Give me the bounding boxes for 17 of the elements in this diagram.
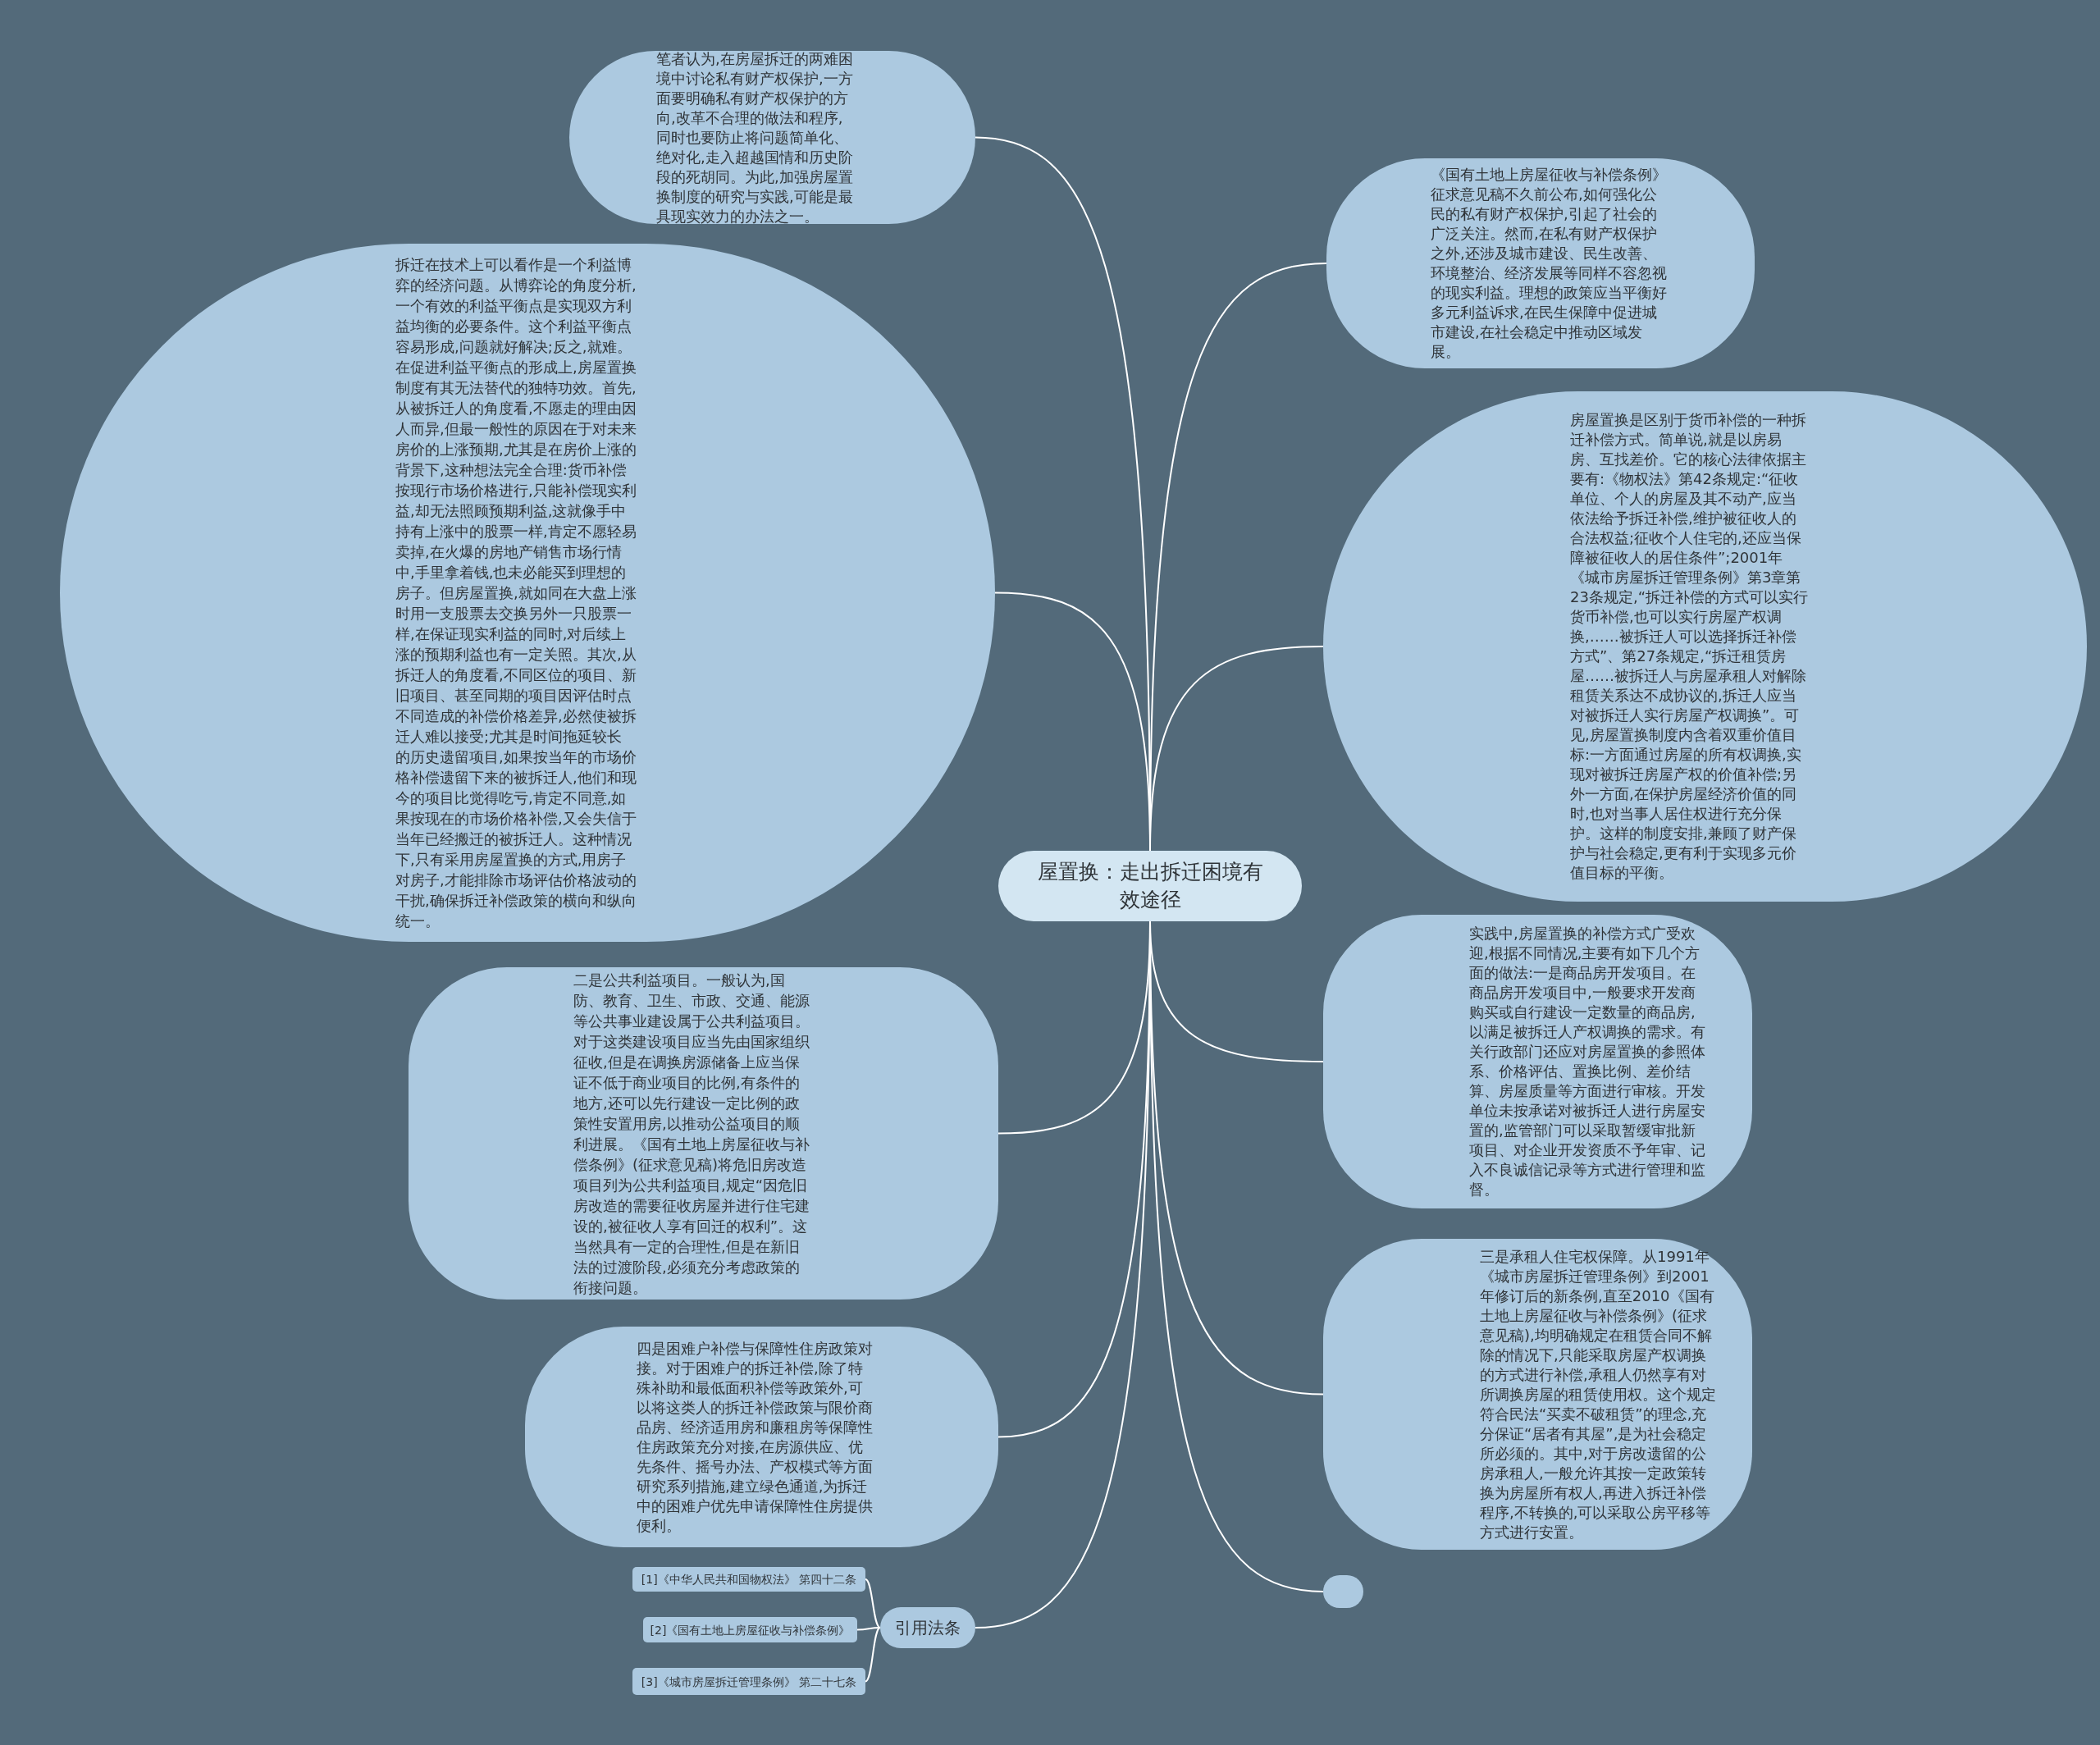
topic-bubble: 《国有土地上房屋征收与补偿条例》征求意见稿不久前公布,如何强化公民的私有财产权保护,引起了社会的广泛关注。然而,在私有财产权保护之外,还涉及城市建设、民生改善、环境整治、经济发展等同样不容忽视的现实利益。理想的政策应当平衡好多元利益诉求,在民生保障中促进城市建设,在社会稳定中推动区域发展。 [1326,158,1755,368]
reference-tag: [1]《中华人民共和国物权法》 第四十二条 [632,1567,865,1592]
topic-bubble: 拆迁在技术上可以看作是一个利益博弈的经济问题。从博弈论的角度分析,一个有效的利益平衡点是实现双方利益均衡的必要条件。这个利益平衡点容易形成,问题就好解决;反之,就难。在促进利益平衡点的形成上,房屋置换制度有其无法替代的独特功效。首先,从被拆迁人的角度看,不愿走的理由因人而异,但最一般性的原因在于对未来房价的上涨预期,尤其是在房价上涨的背景下,这种想法完全合理:货币补偿按现行市场价格进行,只能补偿现实利益,却无法照顾预期利益,这就像手中持有上涨中的股票一样,肯定不愿轻易卖掉,在火爆的房地产销售市场行情中,手里拿着钱,也未必能买到理想的房子。但房屋置换,就如同在大盘上涨时用一支股票去交换另外一只股票一样,在保证现实利益的同时,对后续上涨的预期利益也有一定关照。其次,从拆迁人的角度看,不同区位的项目、新旧项目、甚至同期的项目因评估时点不同造成的补偿价格差异,必然使被拆迁人难以接受;尤其是时间拖延较长的历史遗留项目,如果按当年的市场价格补偿遗留下来的被拆迁人,他们和现今的项目比觉得吃亏,肯定不同意,如果按现在的市场价格补偿,又会失信于当年已经搬迁的被拆迁人。这种情况下,只有采用房屋置换的方式,用房子对房子,才能排除市场评估价格波动的干扰,确保拆迁补偿政策的横向和纵向统一。 [60,244,995,942]
reference-tag: [3]《城市房屋拆迁管理条例》 第二十七条 [632,1668,865,1695]
topic-bubble: 房屋置换是区别于货币补偿的一种拆迁补偿方式。简单说,就是以房易房、互找差价。它的核心法律依据主要有:《物权法》第42条规定:“征收单位、个人的房屋及其不动产,应当依法给予拆迁补偿,维护被征收人的合法权益;征收个人住宅的,还应当保障被征收人的居住条件”;2001年《城市房屋拆迁管理条例》第3章第23条规定,“拆迁补偿的方式可以实行货币补偿,也可以实行房屋产权调换,……被拆迁人可以选择拆迁补偿方式”、第27条规定,“拆迁租赁房屋……被拆迁人与房屋承租人对解除租赁关系达不成协议的,拆迁人应当对被拆迁人实行房屋产权调换”。可见,房屋置换制度内含着双重价值目标:一方面通过房屋的所有权调换,实现对被拆迁房屋产权的价值补偿;另外一方面,在保护房屋经济价值的同时,也对当事人居住权进行充分保护。这样的制度安排,兼顾了财产保护与社会稳定,更有利于实现多元价值目标的平衡。 [1323,391,2087,902]
empty-bubble [1323,1575,1363,1608]
topic-bubble: 四是困难户补偿与保障性住房政策对接。对于困难户的拆迁补偿,除了特殊补助和最低面积补偿等政策外,可以将这类人的拆迁补偿政策与限价商品房、经济适用房和廉租房等保障性住房政策充分对接,在房源供应、优先条件、摇号办法、产权模式等方面研究系列措施,建立绿色通道,为拆迁中的困难户优先申请保障性住房提供便利。 [525,1327,998,1547]
topic-bubble: 三是承租人住宅权保障。从1991年《城市房屋拆迁管理条例》到2001年修订后的新条例,直至2010《国有土地上房屋征收与补偿条例》(征求意见稿),均明确规定在租赁合同不解除的情况下,只能采取房屋产权调换的方式进行补偿,承租人仍然享有对所调换房屋的租赁使用权。这个规定符合民法“买卖不破租赁”的理念,充分保证“居者有其屋”,是为社会稳定所必须的。其中,对于房改遗留的公房承租人,一般允许其按一定政策转换为房屋所有权人,再进入拆迁补偿程序,不转换的,可以采取公房平移等方式进行安置。 [1323,1239,1752,1550]
connector-line [856,1627,881,1631]
topic-bubble: 实践中,房屋置换的补偿方式广受欢迎,根据不同情况,主要有如下几个方面的做法:一是商品房开发项目。在商品房开发项目中,一般要求开发商购买或自行建设一定数量的商品房,以满足被拆迁人产权调换的需求。有关行政部门还应对房屋置换的参照体系、价格评估、置换比例、差价结算、房屋质量等方面进行审核。开发单位未按承诺对被拆迁人进行房屋安置的,监管部门可以采取暂缓审批新项目、对企业开发资质不予年审、记入不良诚信记录等方式进行管理和监督。 [1323,915,1752,1208]
connector-line [865,1578,881,1629]
central-topic: 屋置换：走出拆迁困境有效途径 [998,851,1302,921]
topic-bubble: 笔者认为,在房屋拆迁的两难困境中讨论私有财产权保护,一方面要明确私有财产权保护的方向,改革不合理的做法和程序,同时也要防止将问题简单化、绝对化,走入超越国情和历史阶段的死胡同。为此,加强房屋置换制度的研究与实践,可能是最具现实效力的办法之一。 [569,51,975,224]
reference-tag: [2]《国有土地上房屋征收与补偿条例》 [643,1617,857,1642]
topic-bubble: 二是公共利益项目。一般认为,国防、教育、卫生、市政、交通、能源等公共事业建设属于公共利益项目。对于这类建设项目应当先由国家组织征收,但是在调换房源储备上应当保证不低于商业项目的比例,有条件的地方,还可以先行建设一定比例的政策性安置用房,以推动公益项目的顺利进展。《国有土地上房屋征收与补偿条例》(征求意见稿)将危旧房改造项目列为公共利益项目,规定“因危旧房改造的需要征收房屋并进行住宅建设的,被征收人享有回迁的权利”。这当然具有一定的合理性,但是在新旧法的过渡阶段,必须充分考虑政策的衔接问题。 [409,967,998,1300]
topic-bubble: 引用法条 [880,1607,975,1648]
connector-line [865,1627,881,1683]
